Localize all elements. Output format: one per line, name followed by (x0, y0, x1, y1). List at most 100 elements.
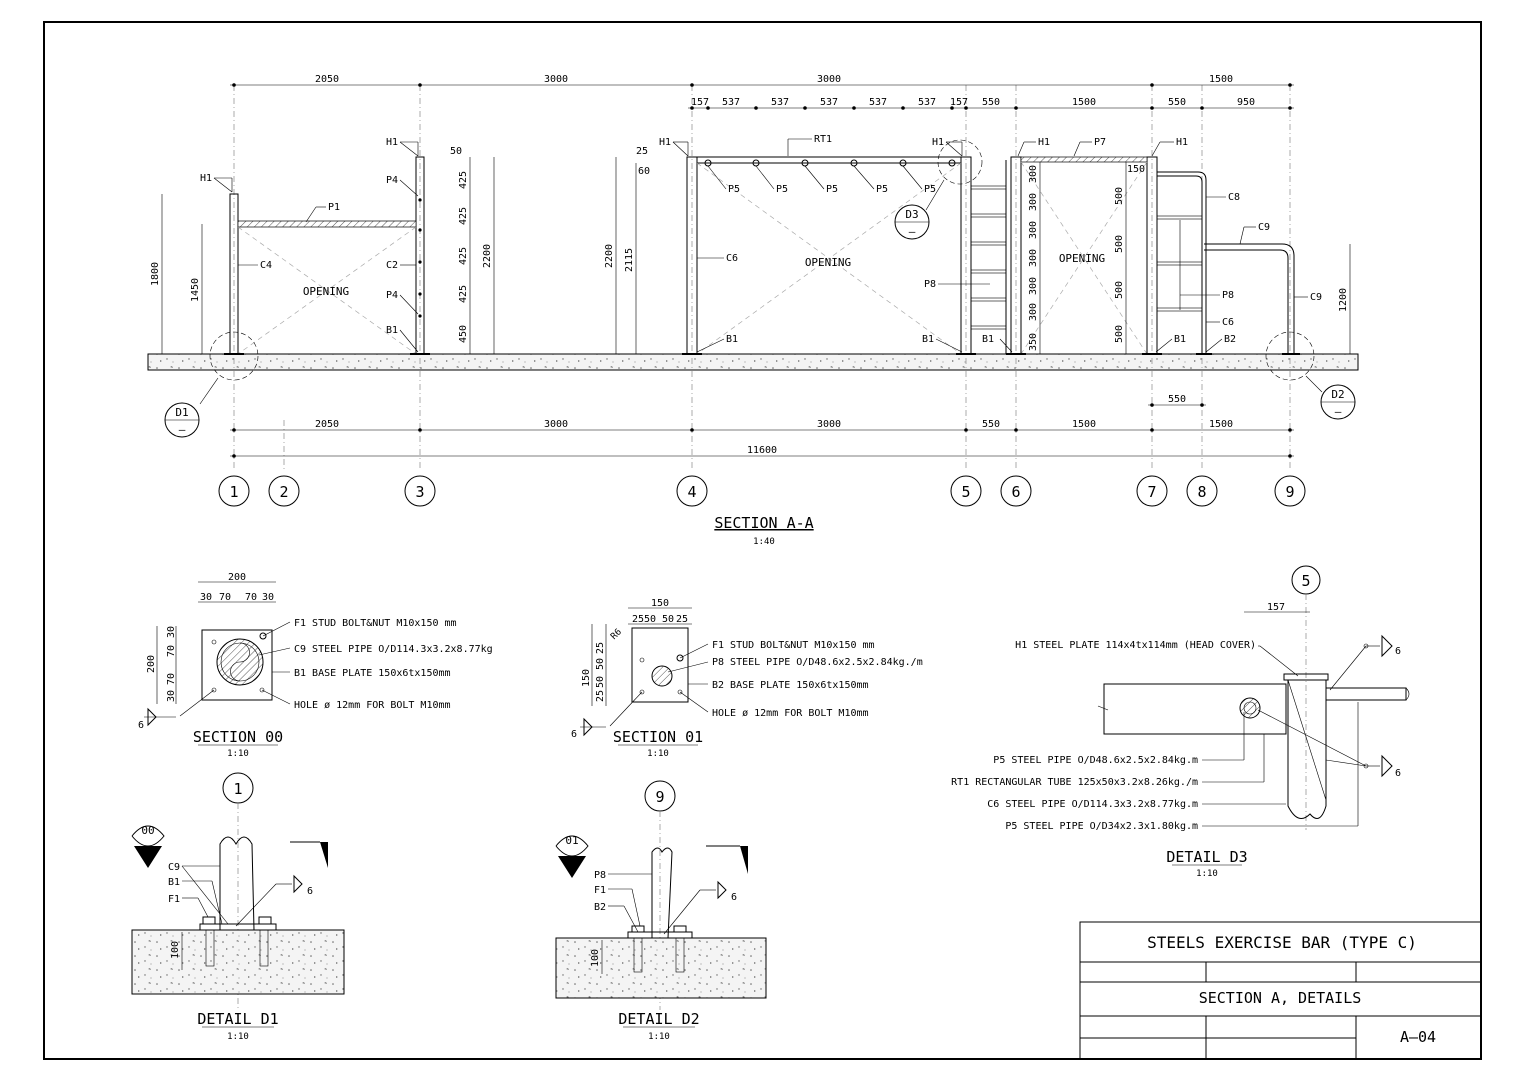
dim-top2-8: 1500 (1072, 97, 1096, 108)
label-p5-0: P5 (728, 184, 740, 195)
grid-label-6: 6 (1011, 483, 1020, 501)
label-b1-e: B1 (1174, 334, 1186, 345)
grid-bubble-5: 5 (950, 475, 982, 507)
label-b1-c: B1 (922, 334, 934, 345)
drawing-subtitle: SECTION A, DETAILS (1199, 989, 1362, 1007)
d3-label: D3 (905, 208, 918, 221)
grid-label-2: 2 (279, 483, 288, 501)
label-p5-2: P5 (826, 184, 838, 195)
label-p5-1: P5 (776, 184, 788, 195)
dim-50: 50 (450, 146, 462, 157)
grid-label-8: 8 (1197, 483, 1206, 501)
section-aa-scale: 1:40 (753, 537, 775, 547)
label-c8: C8 (1228, 192, 1240, 203)
sec00-note-0: F1 STUD BOLT&NUT M10x150 mm (294, 618, 457, 629)
dim-top2-5: 537 (918, 97, 936, 108)
sec01-radius: R6 (609, 627, 624, 642)
sec00-weld: 6 (138, 720, 144, 731)
dd1-tag-dash: – (145, 843, 151, 853)
section-aa-elevation: D1 – D2 – D3 – 2050300030001500157537537… (147, 74, 1359, 547)
ladder-c8 (1156, 171, 1207, 354)
label-b1-a: B1 (386, 325, 398, 336)
d3-note-0: H1 STEEL PLATE 114x4tx114mm (HEAD COVER) (1015, 640, 1256, 651)
pipe-c9 (1204, 243, 1295, 354)
dd2-label-2: B2 (594, 902, 606, 913)
dim-1200: 1200 (1338, 288, 1349, 312)
label-p8-a: P8 (924, 279, 936, 290)
dim-1800: 1800 (150, 262, 161, 286)
label-h1-a: H1 (200, 173, 212, 184)
dim-top2-3: 537 (820, 97, 838, 108)
sec01-dim-top: 150 (651, 598, 669, 609)
sec01-dim-lsub-3: 25 (595, 642, 606, 654)
label-h1-f: H1 (1176, 137, 1188, 148)
sec01-dim-sub-1: 50 (644, 614, 656, 625)
sec00-dim-top: 200 (228, 572, 246, 583)
dim-col5-3: 300 (1028, 249, 1039, 267)
p5-ring-5 (948, 159, 956, 167)
drawing-title: STEELS EXERCISE BAR (TYPE C) (1147, 933, 1417, 952)
sec00-note-1: C9 STEEL PIPE O/D114.3x3.2x8.77kg (294, 644, 493, 655)
dd2-tag: 01 (565, 834, 578, 847)
sec01-dim-left: 150 (581, 669, 592, 687)
sec00-note-3: HOLE ø 12mm FOR BOLT M10mm (294, 700, 451, 711)
dim-top-0: 2050 (315, 74, 339, 85)
d3-weld-a: 6 (1395, 646, 1401, 657)
dim-bot-2: 3000 (817, 419, 841, 430)
dim-2200-a: 2200 (482, 244, 493, 268)
dd2-title: DETAIL D2 (618, 1010, 699, 1028)
grid-bubble-8: 8 (1186, 475, 1218, 507)
label-opening-c: OPENING (1059, 252, 1105, 265)
d3-dash: – (909, 225, 916, 238)
grid-bubble-7: 7 (1136, 475, 1168, 507)
dim-top-1: 3000 (544, 74, 568, 85)
label-p5-4: P5 (924, 184, 936, 195)
grid-label-3: 3 (415, 483, 424, 501)
label-p1: P1 (328, 202, 340, 213)
label-opening-b: OPENING (805, 256, 851, 269)
label-h1-d: H1 (932, 137, 944, 148)
sheet-border (43, 21, 1482, 1060)
dim-col3-4: 450 (458, 325, 469, 343)
dim-col3-1: 425 (458, 207, 469, 225)
sec01-dim-sub-2: 50 (662, 614, 674, 625)
dim-top2-7: 550 (982, 97, 1000, 108)
sec01-dim-sub-3: 25 (676, 614, 688, 625)
dd1-label-1: B1 (168, 877, 180, 888)
dd2-label-0: P8 (594, 870, 606, 881)
dd1-weld: 6 (307, 886, 313, 897)
grid-label-1: 1 (229, 483, 238, 501)
d2-dash: – (1335, 405, 1342, 418)
sec00-dim-left: 200 (146, 655, 157, 673)
sec01-note-0: F1 STUD BOLT&NUT M10x150 mm (712, 640, 875, 651)
label-c9-b: C9 (1310, 292, 1322, 303)
bar-p7 (1020, 156, 1148, 163)
sec00-scale: 1:10 (227, 749, 249, 759)
dim-bot-3: 550 (982, 419, 1000, 430)
dim-total: 11600 (747, 445, 777, 456)
label-b1-d: B1 (982, 334, 994, 345)
section-aa-title: SECTION A-A (714, 514, 813, 532)
label-p8-b: P8 (1222, 290, 1234, 301)
dd2-dim: 100 (590, 949, 601, 967)
sec00-dim-lsub-1: 70 (166, 673, 177, 685)
sec00-dim-lsub-0: 30 (166, 690, 177, 702)
dim-bot-1: 3000 (544, 419, 568, 430)
sec00-dim-lsub-2: 70 (166, 645, 177, 657)
grid-bubble-2: 2 (268, 475, 300, 507)
grid-label-7: 7 (1147, 483, 1156, 501)
dim-col7-3: 500 (1114, 325, 1125, 343)
label-p5-3: P5 (876, 184, 888, 195)
dim-150: 150 (1127, 164, 1145, 175)
d1-label: D1 (175, 406, 188, 419)
d3-note-4: P5 STEEL PIPE O/D34x2.3x1.80kg.m (1005, 821, 1198, 832)
bar-p1 (237, 220, 417, 228)
dim-top2-2: 537 (771, 97, 789, 108)
d3-note-2: RT1 RECTANGULAR TUBE 125x50x3.2x8.26kg./… (951, 777, 1198, 788)
dim-bot-550: 550 (1168, 394, 1186, 405)
dim-col7-2: 500 (1114, 281, 1125, 299)
d3-weld-b: 6 (1395, 768, 1401, 779)
ground-slab (147, 353, 1359, 371)
